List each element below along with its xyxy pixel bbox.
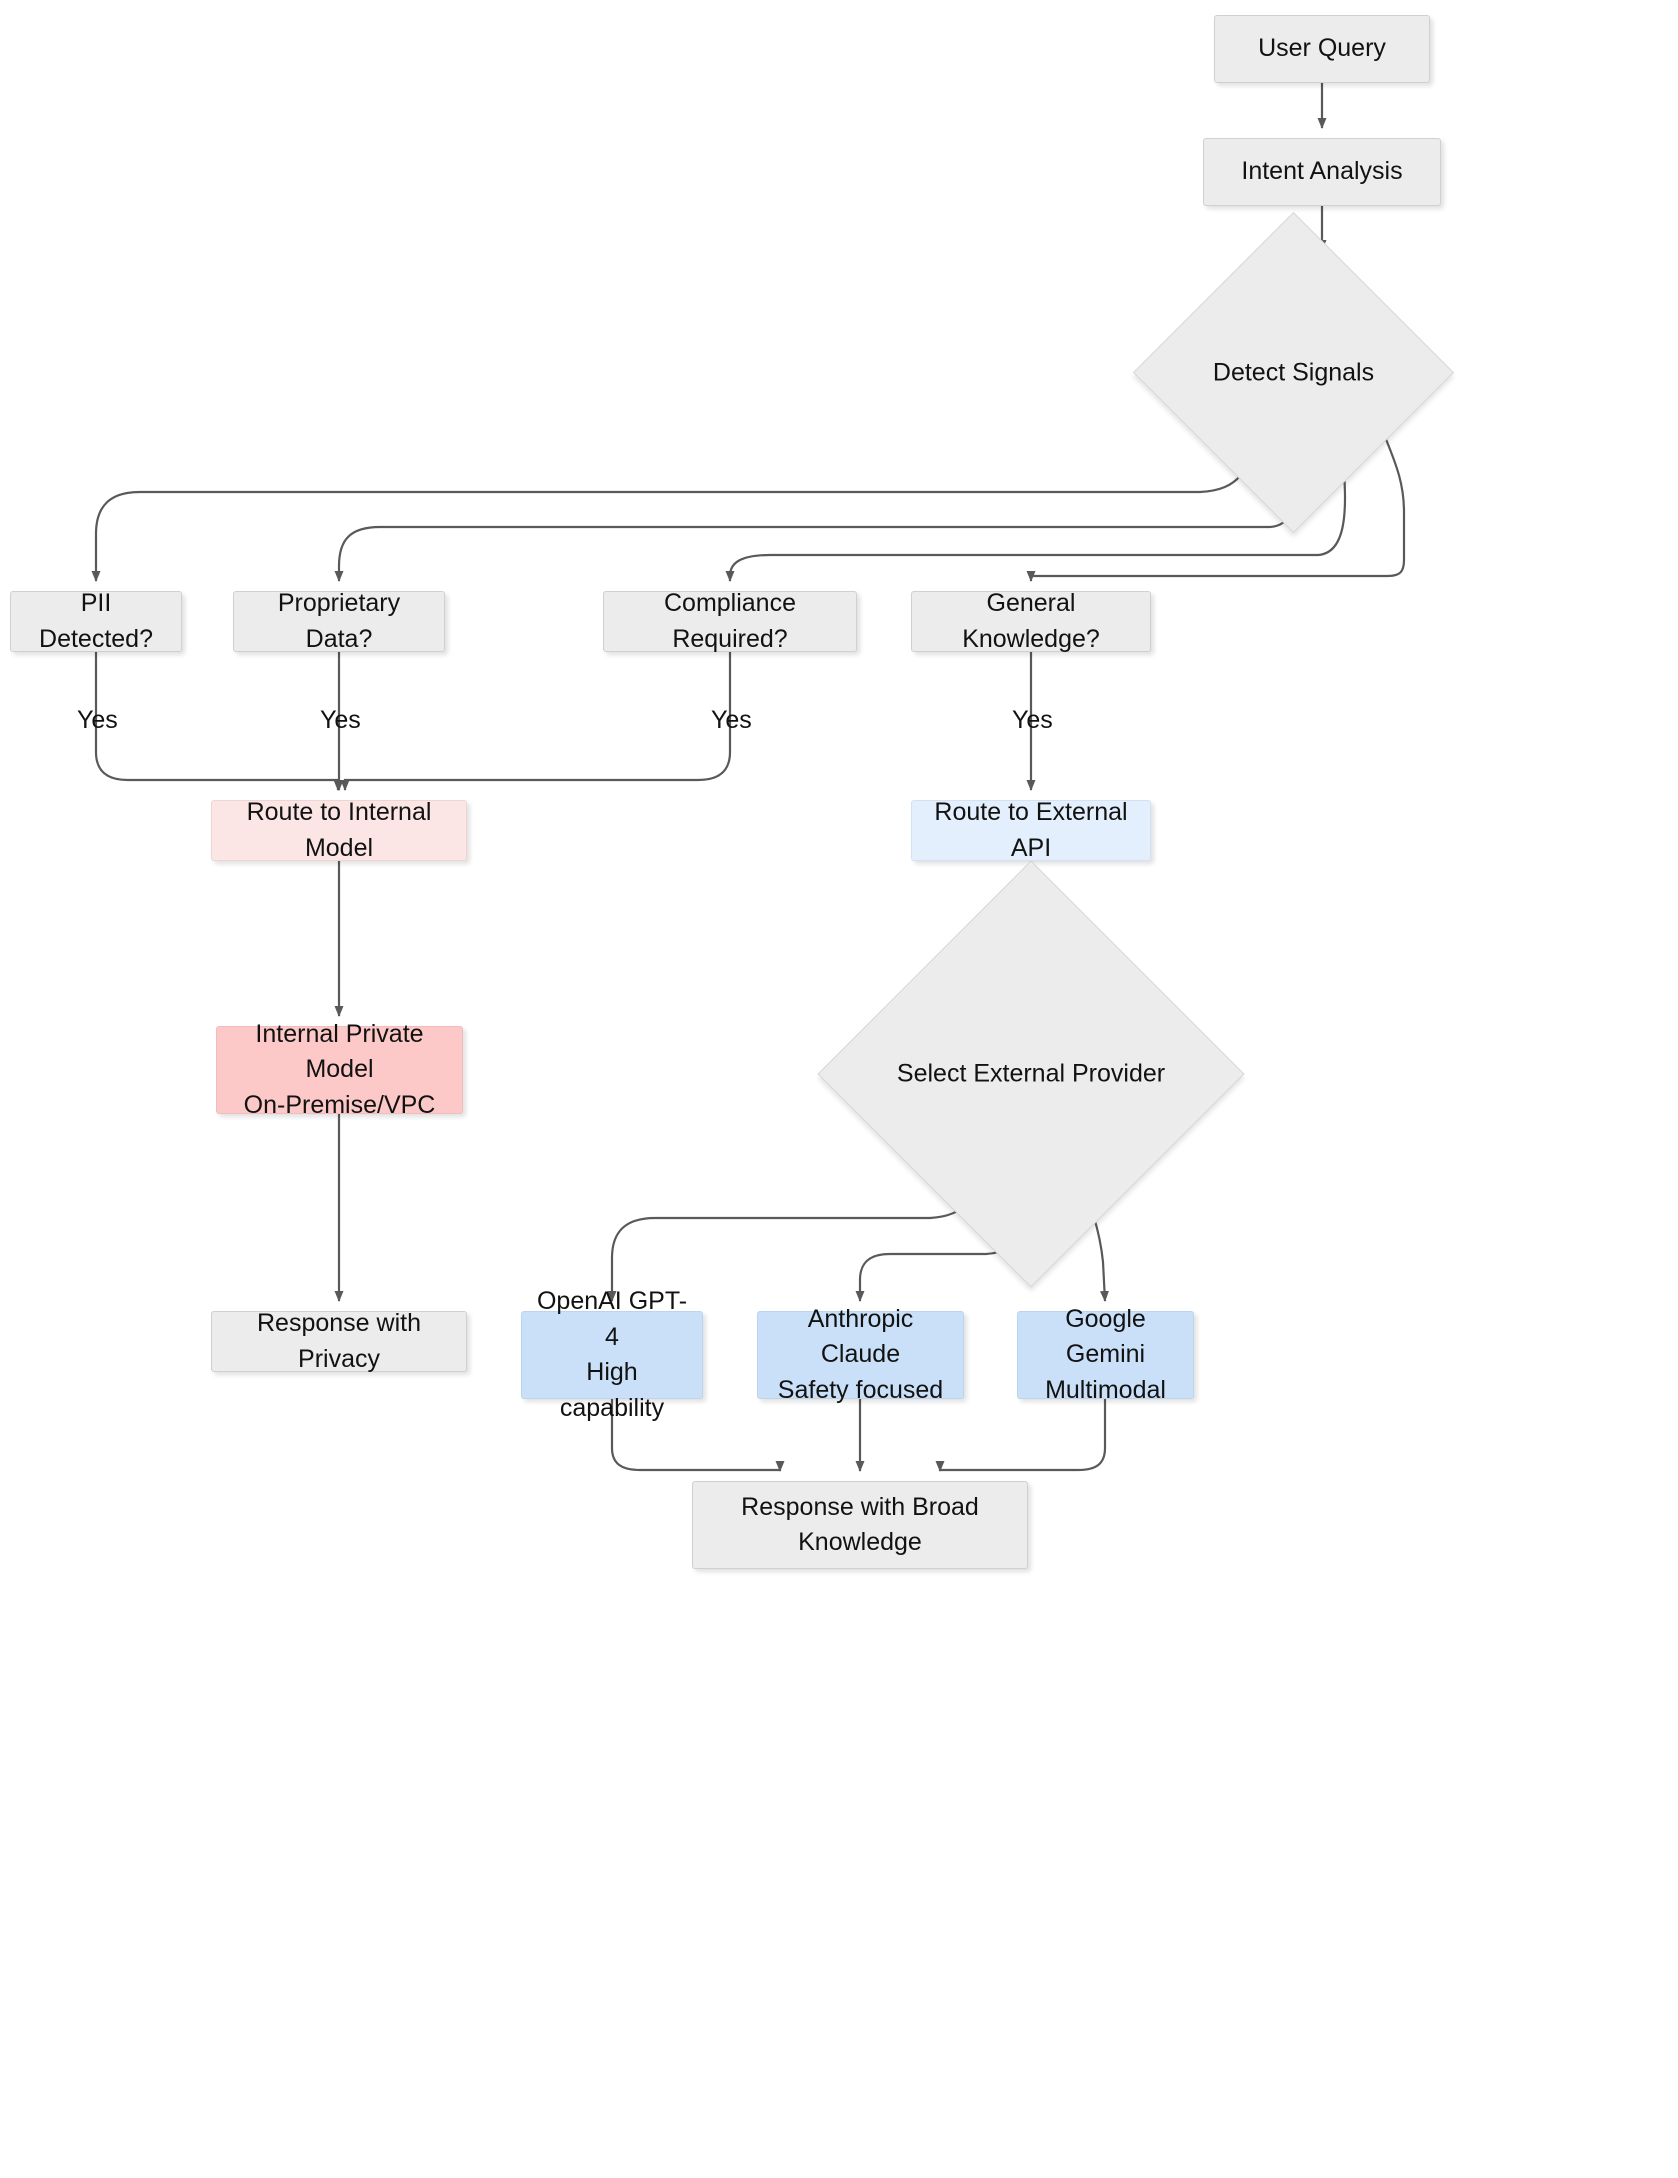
edge-label-yes-proprietary: Yes	[320, 706, 361, 734]
node-user-query[interactable]: User Query	[1214, 15, 1430, 83]
node-proprietary-data-label: Proprietary Data?	[277, 589, 401, 653]
edge-label-yes-pii: Yes	[77, 706, 118, 734]
node-compliance-required-label: Compliance Required?	[663, 589, 796, 653]
node-route-to-internal-model[interactable]: Route to Internal Model	[211, 798, 467, 862]
edge-detect-to-proprietary	[334, 469, 1298, 582]
node-intent-analysis-label: Intent Analysis	[1241, 157, 1403, 186]
node-proprietary-data[interactable]: Proprietary Data?	[233, 589, 445, 653]
node-compliance-required[interactable]: Compliance Required?	[603, 589, 857, 653]
node-detect-signals-label: Detect Signals	[1212, 358, 1375, 386]
node-response-with-privacy[interactable]: Response with Privacy	[211, 1309, 467, 1373]
node-general-knowledge-label: General Knowledge?	[962, 589, 1100, 653]
node-pii-detected[interactable]: PII Detected?	[10, 589, 182, 653]
node-route-to-internal-model-label: Route to Internal Model	[246, 798, 432, 862]
edge-detect-to-pii	[91, 431, 1262, 582]
node-detect-signals[interactable]: Detect Signals	[1132, 211, 1455, 534]
node-select-external-provider[interactable]: Select External Provider	[817, 860, 1245, 1288]
edge-label-yes-compliance: Yes	[711, 706, 752, 734]
node-pii-detected-label: PII Detected?	[39, 589, 153, 653]
node-response-with-privacy-label: Response with Privacy	[257, 1309, 421, 1373]
edge-compliance-to-route-internal	[340, 652, 732, 791]
edge-pii-to-route-internal	[94, 652, 343, 791]
node-user-query-label: User Query	[1258, 34, 1386, 63]
node-route-to-external-api[interactable]: Route to External API	[911, 798, 1151, 862]
node-general-knowledge[interactable]: General Knowledge?	[911, 589, 1151, 653]
node-select-external-provider-label: Select External Provider	[896, 1059, 1166, 1088]
node-route-to-external-api-label: Route to External API	[934, 798, 1128, 862]
edge-label-yes-general: Yes	[1012, 706, 1053, 734]
edge-gemini-to-resp-broad	[935, 1399, 1107, 1472]
node-intent-analysis[interactable]: Intent Analysis	[1203, 138, 1441, 206]
